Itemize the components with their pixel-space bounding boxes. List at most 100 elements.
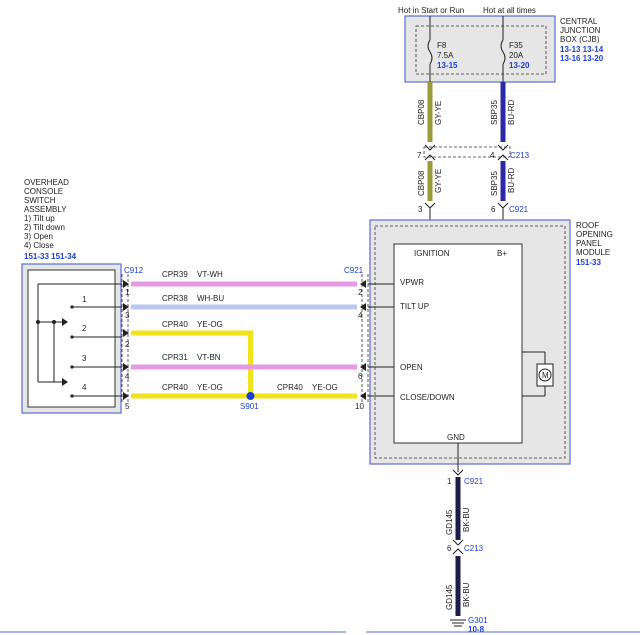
connector-c213-top [423, 146, 511, 158]
switch-contact-3-label: 3 [82, 354, 87, 363]
r1-circuit: CPR39 [162, 270, 188, 279]
module-title-2: OPENING [576, 230, 613, 239]
module-vpwr-label: VPWR [400, 278, 424, 287]
module-gnd-label: GND [447, 433, 465, 442]
r2-circuit: CPR38 [162, 294, 188, 303]
splice-s901 [246, 392, 255, 400]
c921-bottom-label[interactable]: C921 [464, 477, 484, 486]
wire-w2-color: BU-RD [507, 99, 516, 125]
cjb-inner-dashed [415, 25, 547, 75]
fuse-f8-icon [427, 39, 433, 65]
wire-w3-circuit: CBP08 [417, 170, 426, 196]
harness-wire-cpr40-a [131, 330, 253, 336]
switch-title-8: 4) Close [24, 241, 54, 250]
fuse-f8-name: F8 [437, 41, 447, 50]
r4-color: VT-BN [197, 353, 221, 362]
wire-w3-color: GY-YE [434, 169, 443, 193]
cjb-title-1: CENTRAL [560, 17, 598, 26]
c921-pin-left: 3 [418, 205, 423, 214]
r5-color: YE-OG [197, 383, 223, 392]
c912-label[interactable]: C912 [124, 266, 144, 275]
module-tiltup-label: TILT UP [400, 302, 429, 311]
fuse-f35-icon [500, 39, 506, 65]
harness-wire-cpr40-b [131, 393, 357, 399]
ground-name[interactable]: G301 [468, 616, 488, 625]
switch-title-5: 1) Tilt up [24, 214, 55, 223]
splice-s901-label[interactable]: S901 [240, 402, 259, 411]
c213-bottom-pin: 6 [447, 544, 452, 553]
c921-top-label[interactable]: C921 [509, 205, 529, 214]
fuse-f35-rating: 20A [509, 51, 524, 60]
switch-contact-4-label: 4 [82, 383, 87, 392]
fuse-f8-ref[interactable]: 13-15 [437, 61, 458, 70]
module-title-4: MODULE [576, 248, 610, 257]
hot-always-label: Hot at all times [483, 6, 536, 15]
switch-title-7: 3) Open [24, 232, 53, 241]
ground-wire-upper [455, 477, 461, 540]
switch-contact-2-label: 2 [82, 324, 87, 333]
r1-right-pin: 2 [358, 288, 363, 297]
ground-w1-color: BK-BU [462, 507, 471, 532]
switch-contact-1-label: 1 [82, 295, 87, 304]
r3-circuit: CPR40 [162, 320, 188, 329]
hot-run-label: Hot in Start or Run [398, 6, 464, 15]
r5b-circuit: CPR40 [277, 383, 303, 392]
motor-label: M [542, 371, 549, 380]
switch-title-1: OVERHEAD [24, 178, 69, 187]
cjb-title-3: BOX (CJB) [560, 35, 600, 44]
r4-right-pin: 6 [358, 372, 363, 381]
ground-w2-color: BK-BU [462, 582, 471, 607]
ground-w2-circuit: GD145 [445, 584, 454, 610]
r5-left-pin: 5 [125, 402, 130, 411]
c921-pin-right: 6 [491, 205, 496, 214]
c921-side-label[interactable]: C921 [344, 266, 364, 275]
module-bplus-label: B+ [497, 249, 507, 258]
wire-w1-circuit: CBP08 [417, 99, 426, 125]
c213-top-label[interactable]: C213 [510, 151, 530, 160]
switch-refs[interactable]: 151-33 151-34 [24, 252, 77, 261]
module-title-1: ROOF [576, 221, 599, 230]
r1-left-pin: 1 [125, 288, 130, 297]
cjb-refs-2[interactable]: 13-16 13-20 [560, 54, 604, 63]
ground-wire-lower [455, 556, 461, 616]
r5-circuit: CPR40 [162, 383, 188, 392]
wire-w1-color: GY-YE [434, 101, 443, 125]
r2-right-pin: 4 [358, 311, 363, 320]
harness-wire-cpr39 [131, 281, 357, 287]
wire-w4-color: BU-RD [507, 167, 516, 193]
wire-cbp08-upper [427, 82, 433, 142]
wire-sbp35-upper [500, 82, 506, 142]
c213-bottom-label[interactable]: C213 [464, 544, 484, 553]
switch-title-4: ASSEMBLY [24, 205, 67, 214]
harness-wire-cpr38 [131, 304, 357, 310]
module-inner [393, 243, 523, 444]
r3-left-pin: 2 [125, 340, 130, 349]
harness-wire-cpr31 [131, 364, 357, 370]
switch-title-3: SWITCH [24, 196, 56, 205]
fuse-f35-name: F35 [509, 41, 523, 50]
wire-w4-circuit: SBP35 [490, 171, 499, 196]
module-dashed [374, 225, 566, 459]
wire-cbp08-lower [427, 161, 433, 201]
wire-w2-circuit: SBP35 [490, 100, 499, 125]
r3-color: YE-OG [197, 320, 223, 329]
cjb-refs-1[interactable]: 13-13 13-14 [560, 45, 604, 54]
switch-title-2: CONSOLE [24, 187, 63, 196]
ground-w1-circuit: GD145 [445, 509, 454, 535]
fuse-f8-rating: 7.5A [437, 51, 454, 60]
r1-color: VT-WH [197, 270, 223, 279]
c213-pin-left: 7 [417, 151, 422, 160]
ground-ref[interactable]: 10-8 [468, 625, 485, 634]
r5b-right-pin: 10 [355, 402, 364, 411]
harness-wire-cpr40-drop [248, 330, 253, 396]
motor-icon [536, 363, 554, 387]
module-ref[interactable]: 151-33 [576, 258, 601, 267]
r5b-color: YE-OG [312, 383, 338, 392]
c921-bottom-pin: 1 [447, 477, 452, 486]
module-open-label: OPEN [400, 363, 423, 372]
module-ignition-label: IGNITION [414, 249, 450, 258]
c213-pin-right: 4 [490, 151, 495, 160]
switch-title-6: 2) Tilt down [24, 223, 65, 232]
fuse-f35-ref[interactable]: 13-20 [509, 61, 530, 70]
